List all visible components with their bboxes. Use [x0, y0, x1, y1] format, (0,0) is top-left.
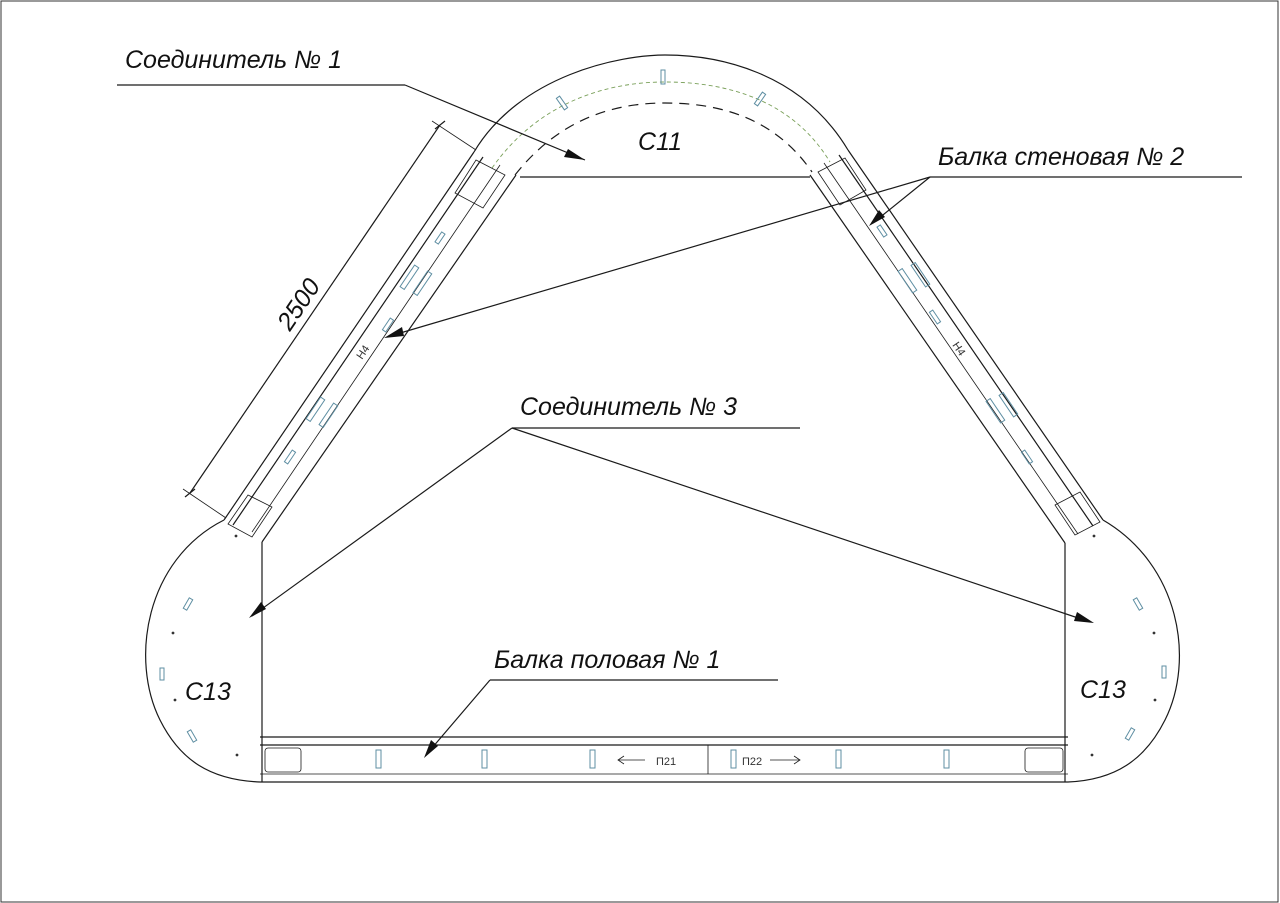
- label-p21: П21: [656, 756, 676, 768]
- connector-c11: [473, 54, 849, 178]
- beam-mark-right: Н4: [950, 340, 968, 358]
- label-p22: П22: [742, 756, 762, 768]
- label-floor-beam-1: Балка половая № 1: [494, 646, 720, 674]
- connector-c13-right: [1064, 519, 1181, 783]
- wall-beam-right: [809, 149, 1104, 544]
- label-c13-right: С13: [1080, 676, 1126, 704]
- wall-beam-left: [223, 151, 517, 543]
- floor-beam: П21 П22: [260, 736, 1068, 783]
- label-c13-left: С13: [185, 678, 231, 706]
- label-connector-3: Соединитель № 3: [520, 393, 737, 421]
- beam-mark-left: Н4: [355, 343, 373, 361]
- label-connector-1: Соединитель № 1: [125, 46, 342, 74]
- dimension-2500: 2500: [182, 120, 477, 519]
- connector-c13-left: [145, 519, 263, 783]
- label-wall-beam-2: Балка стеновая № 2: [938, 143, 1184, 171]
- label-c11: С11: [638, 128, 682, 156]
- leader-lines: [117, 84, 1242, 758]
